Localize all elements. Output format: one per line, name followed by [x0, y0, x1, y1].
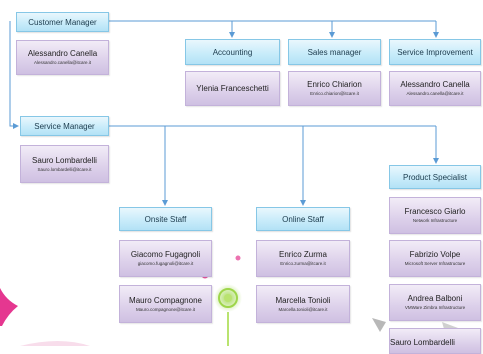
person-name: Mauro Compagnone — [129, 295, 202, 305]
person-specialty: VMWare Zimbra Infrastructure — [404, 305, 466, 311]
product-specialist-person-card[interactable]: Sauro Lombardelli — [389, 328, 481, 354]
person-email: giacomo.fugagnoli@itcare.it — [137, 261, 194, 267]
accounting-label: Accounting — [212, 47, 253, 57]
product-specialist-person-card[interactable]: Andrea Balboni VMWare Zimbra Infrastruct… — [389, 284, 481, 321]
customer-manager-label: Customer Manager — [28, 17, 97, 27]
online-staff-box[interactable]: Online Staff — [256, 207, 350, 231]
service-improvement-person-card[interactable]: Alessandro Canella Alessandro.canella@it… — [389, 71, 481, 106]
service-improvement-label: Service Improvement — [397, 47, 473, 57]
person-email: Alessandro.canella@itcare.it — [406, 91, 464, 97]
service-improvement-box[interactable]: Service Improvement — [389, 39, 481, 65]
person-name: Alessandro Canella — [27, 49, 98, 59]
person-name: Fabrizio Volpe — [409, 250, 461, 260]
service-manager-label: Service Manager — [34, 121, 95, 131]
sales-manager-label: Sales manager — [307, 47, 362, 57]
customer-manager-person-card[interactable]: Alessandro Canella Alessandro.canella@it… — [16, 40, 109, 75]
person-specialty: Network Infrastructure — [412, 218, 458, 224]
person-name: Enrico Chiarion — [307, 80, 362, 90]
person-name: Sauro Lombardelli — [390, 338, 455, 348]
person-name: Giacomo Fugagnoli — [130, 250, 201, 260]
person-email: Marcella.tonioli@itcare.it — [278, 306, 328, 312]
onsite-staff-person-card[interactable]: Giacomo Fugagnoli giacomo.fugagnoli@itca… — [119, 240, 212, 277]
person-name: Francesco Giarlo — [404, 207, 466, 217]
person-email: Alessandro.canella@itcare.it — [33, 60, 92, 66]
product-specialist-person-card[interactable]: Fabrizio Volpe Microsoft Server Infrastr… — [389, 240, 481, 277]
person-name: Andrea Balboni — [407, 294, 463, 304]
person-specialty: Microsoft Server Infrastructure — [404, 261, 466, 267]
person-name: Enrico Zurma — [278, 250, 327, 260]
person-name: Enrico Chiarion — [307, 80, 362, 89]
sales-manager-person-card[interactable]: Enrico Chiarion Enrico.chiarion@itcare.i… — [288, 71, 381, 106]
online-staff-person-card[interactable]: Marcella Tonioli Marcella.tonioli@itcare… — [256, 285, 350, 323]
person-email: Sauro.lombardelli@itcare.it — [37, 166, 92, 172]
product-specialist-person-card[interactable]: Francesco Giarlo Network Infrastructure — [389, 197, 481, 234]
product-specialist-box[interactable]: Product Specialist — [389, 165, 481, 189]
onsite-staff-label: Onsite Staff — [144, 214, 187, 224]
accounting-person-card[interactable]: Ylenia Franceschetti — [185, 71, 280, 106]
person-name: Sauro Lombardelli — [32, 155, 97, 165]
customer-manager-box[interactable]: Customer Manager — [16, 12, 109, 32]
onsite-staff-box[interactable]: Onsite Staff — [119, 207, 212, 231]
product-specialist-label: Product Specialist — [402, 172, 468, 182]
person-email: Enrico.zurma@itcare.it — [280, 261, 326, 267]
person-name: Alessandro Canella — [400, 80, 470, 90]
person-name: Ylenia Franceschetti — [196, 83, 269, 93]
service-manager-box[interactable]: Service Manager — [20, 116, 109, 136]
online-staff-label: Online Staff — [282, 214, 324, 224]
connector-lines — [9, 20, 439, 206]
service-manager-person-card[interactable]: Sauro Lombardelli Sauro.lombardelli@itca… — [20, 145, 109, 183]
person-email: Mauro.compagnone@itcare.it — [135, 306, 196, 312]
person-name: Marcella Tonioli — [275, 295, 331, 305]
accounting-box[interactable]: Accounting — [185, 39, 280, 65]
person-email: Enrico.chiarion@itcare.it — [310, 91, 359, 97]
sales-manager-box[interactable]: Sales manager — [288, 39, 381, 65]
online-staff-person-card[interactable]: Enrico Zurma Enrico.zurma@itcare.it — [256, 240, 350, 277]
onsite-staff-person-card[interactable]: Mauro Compagnone Mauro.compagnone@itcare… — [119, 285, 212, 323]
